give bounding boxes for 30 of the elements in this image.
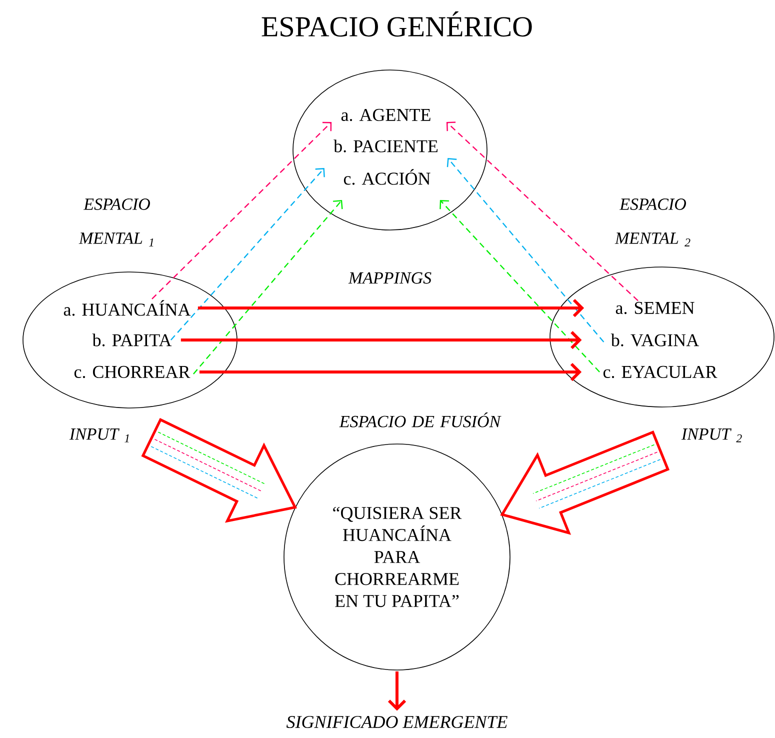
caption-text: SIGNIFICADO EMERGENTE xyxy=(286,716,508,728)
ellipse-shape xyxy=(550,266,774,408)
arrow xyxy=(198,298,584,318)
arrow xyxy=(199,362,582,382)
dashed-arrow xyxy=(446,158,604,342)
ellipse-shape xyxy=(22,272,238,408)
list-item: c. ACCIÓN xyxy=(344,169,430,185)
space-label: ESPACIO MENTAL $_{2}$ xyxy=(614,198,690,246)
arrow xyxy=(180,330,582,350)
mappings-label: MAPPINGS xyxy=(348,272,432,284)
dashed-arrow xyxy=(152,122,332,300)
list-item: b. PAPITA xyxy=(92,334,172,346)
list-item: b. PACIENTE xyxy=(334,140,438,152)
list-item: a. AGENTE xyxy=(341,108,430,122)
space-label: ESPACIO MENTAL $_{1}$ xyxy=(78,198,154,246)
ellipse-shape xyxy=(292,70,488,230)
list-item: b. VAGINA xyxy=(610,334,699,346)
space-label: INPUT $_{2}$ xyxy=(681,428,742,442)
dashed-arrow xyxy=(440,200,600,372)
dashed-arrow xyxy=(193,200,343,374)
dashed-arrow xyxy=(446,122,638,302)
list-item: c. EYACULAR xyxy=(603,366,718,378)
list-item: c. CHORREAR xyxy=(74,366,190,378)
space-label: ESPACIO DE FUSIÓN xyxy=(339,412,502,428)
list-item: a. HUANCAÍNA xyxy=(64,300,191,316)
space-label: INPUT $_{1}$ xyxy=(69,428,129,442)
arrow xyxy=(388,671,406,711)
dashed-arrow xyxy=(170,168,325,340)
title: ESPACIO GENÉRICO xyxy=(262,11,532,37)
list-item: a. SEMEN xyxy=(616,302,694,314)
